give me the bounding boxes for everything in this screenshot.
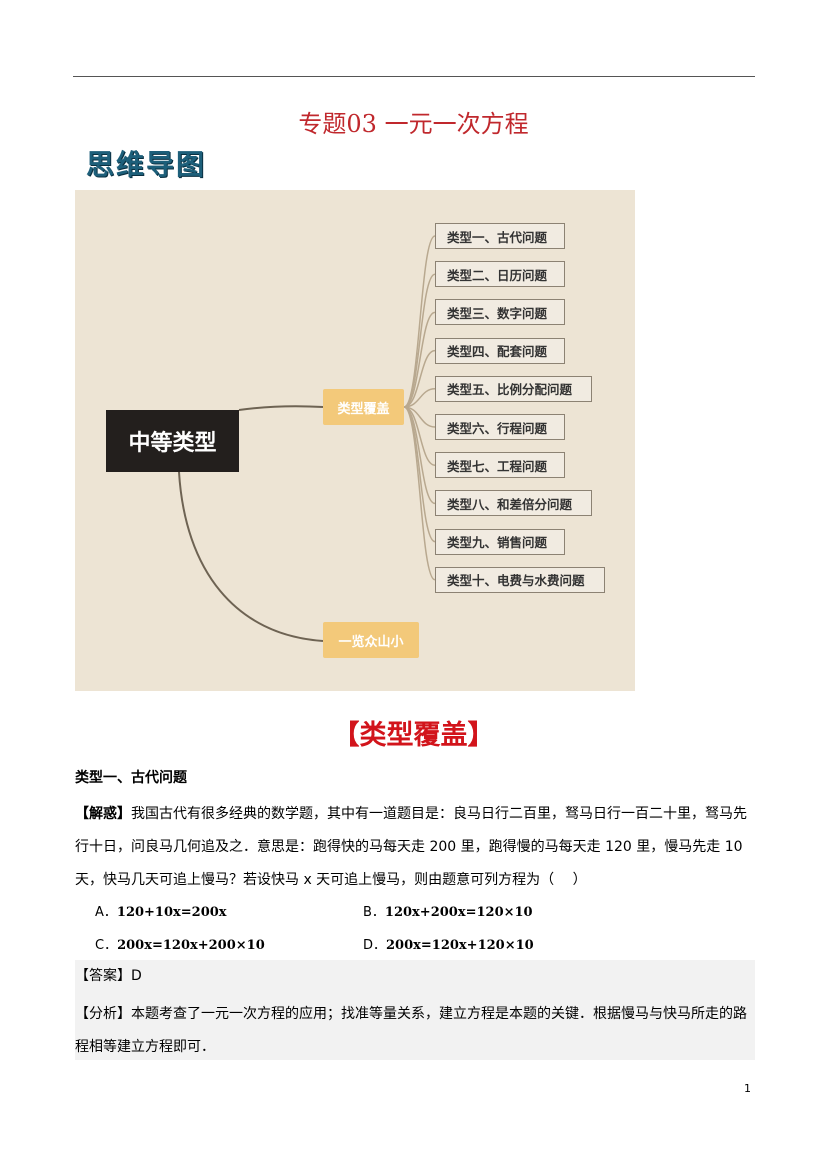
central-node: 中等类型: [106, 410, 239, 472]
option-d: D．200x=120x+120×10: [363, 938, 534, 953]
leaf-node: 类型七、工程问题: [435, 452, 565, 479]
mindmap-label: 思维导图: [86, 148, 207, 181]
mind-map-connectors: [178, 235, 436, 642]
leaf-connector: [403, 406, 436, 543]
page-title: 专题03 一元一次方程: [298, 110, 529, 138]
leaf-connector: [403, 388, 436, 408]
question-text: 【解惑】我国古代有很多经典的数学题，其中有一道题目是：良马日行二百里，驽马日行一…: [75, 798, 755, 897]
branch-node-type-coverage: 类型覆盖: [323, 389, 404, 425]
option-a: A．120+10x=200x: [95, 905, 227, 920]
leaf-connector: [403, 311, 436, 408]
subheading: 类型一、古代问题: [75, 770, 187, 786]
answer-panel: [75, 960, 755, 1060]
leaf-node: 类型六、行程问题: [435, 414, 565, 440]
header-rule: [73, 76, 755, 77]
leaf-node: 类型九、销售问题: [435, 528, 565, 555]
leaf-connector: [403, 406, 436, 581]
analysis: 【分析】本题考查了一元一次方程的应用；找准等量关系，建立方程是本题的关键．根据慢…: [75, 1006, 747, 1055]
leaf-node: 类型三、数字问题: [435, 299, 565, 326]
question-tag: 【解惑】: [75, 806, 131, 822]
option-b: B．120x+200x=120×10: [363, 905, 533, 920]
section-heading: 【类型覆盖】: [332, 720, 495, 751]
page-number: 1: [744, 1082, 751, 1095]
leaf-connector: [403, 273, 436, 408]
leaf-node: 类型八、和差倍分问题: [435, 490, 592, 517]
leaf-node: 类型四、配套问题: [435, 337, 565, 364]
question-body: 我国古代有很多经典的数学题，其中有一道题目是：良马日行二百里，驽马日行一百二十里…: [75, 806, 747, 888]
option-c: C．200x=120x+200×10: [95, 938, 265, 953]
leaf-connector: [403, 349, 436, 408]
leaf-node: 类型五、比例分配问题: [435, 375, 592, 402]
branch-node-overview: 一览众山小: [323, 622, 419, 658]
leaf-node: 类型二、日历问题: [435, 261, 565, 288]
leaf-node: 类型一、古代问题: [435, 223, 565, 249]
mind-map: 中等类型 类型覆盖 一览众山小 类型一、古代问题类型二、日历问题类型三、数字问题…: [75, 190, 635, 691]
answer: 【答案】D: [75, 968, 142, 984]
leaf-node: 类型十、电费与水费问题: [435, 566, 605, 593]
